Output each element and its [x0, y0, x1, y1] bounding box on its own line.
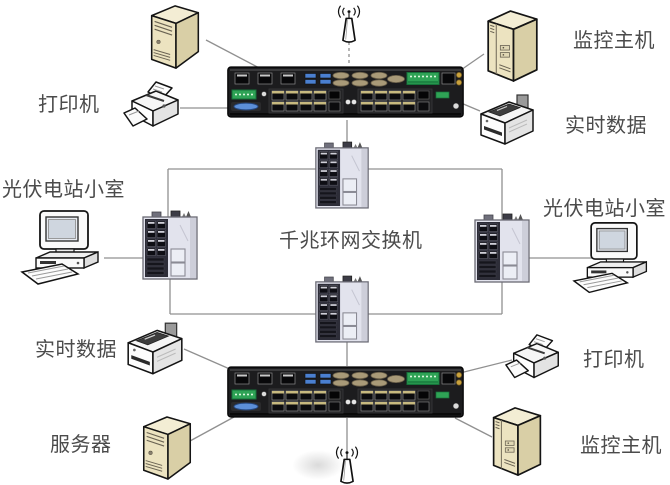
connection-line — [183, 348, 233, 371]
printer-icon — [506, 335, 558, 378]
diagram-title: 千兆环网交换机 — [279, 230, 423, 252]
wireless-antenna-icon — [337, 447, 358, 483]
realtime-device-bottom-left — [122, 318, 188, 382]
server-tower-icon — [144, 417, 191, 479]
printer-icon — [124, 82, 178, 126]
din-switch-right — [470, 212, 534, 284]
server-tower-top-left — [143, 3, 207, 71]
monitor-host-tower-bottom-right — [487, 404, 547, 478]
printer-top-left — [122, 80, 186, 140]
watermark-smudge — [292, 450, 344, 480]
label-pv-room-right: 光伏电站小室 — [543, 198, 666, 220]
connection-line — [189, 416, 235, 442]
din-switch-left — [138, 209, 202, 281]
din-rail-switch-icon — [143, 211, 197, 279]
label-realtime-top-right: 实时数据 — [565, 115, 647, 137]
antenna-top — [335, 4, 363, 48]
din-rail-switch-icon — [316, 142, 368, 208]
label-monitor-host-top-right: 监控主机 — [573, 30, 655, 52]
desktop-computer-icon — [574, 223, 646, 293]
connection-line — [454, 417, 493, 438]
server-tower-icon — [152, 6, 199, 68]
din-switch-bottom — [311, 274, 373, 344]
cabinet-tower-icon — [494, 408, 541, 475]
data-terminal-icon — [481, 95, 533, 144]
rack-switch-icon — [228, 67, 463, 117]
label-pv-room-left: 光伏电站小室 — [2, 179, 125, 201]
rack-switch-top — [227, 64, 464, 121]
connection-line — [205, 39, 264, 71]
cabinet-tower-icon — [488, 11, 537, 81]
din-switch-top — [311, 140, 373, 210]
wireless-antenna-icon — [339, 6, 360, 42]
antenna-bottom — [333, 445, 361, 485]
desktop-computer-left — [20, 208, 108, 292]
printer-bottom-right — [504, 332, 566, 392]
server-tower-bottom-left — [136, 414, 198, 482]
label-monitor-host-bottom-right: 监控主机 — [580, 435, 662, 457]
connection-line — [460, 102, 481, 112]
realtime-device-top-right — [475, 90, 539, 152]
label-printer-bottom-right: 打印机 — [583, 349, 645, 371]
monitor-host-tower-top-right — [482, 7, 543, 84]
desktop-computer-right — [572, 220, 656, 300]
connection-line — [459, 359, 513, 374]
rack-switch-icon — [228, 367, 463, 417]
label-realtime-bottom-left: 实时数据 — [35, 339, 117, 361]
rack-switch-bottom — [227, 364, 464, 421]
data-terminal-icon — [128, 323, 182, 374]
desktop-computer-icon — [22, 211, 98, 284]
label-printer-top-left: 打印机 — [38, 94, 100, 116]
din-rail-switch-icon — [475, 214, 529, 282]
din-rail-switch-icon — [316, 276, 368, 342]
label-server-bottom-left: 服务器 — [50, 434, 112, 456]
